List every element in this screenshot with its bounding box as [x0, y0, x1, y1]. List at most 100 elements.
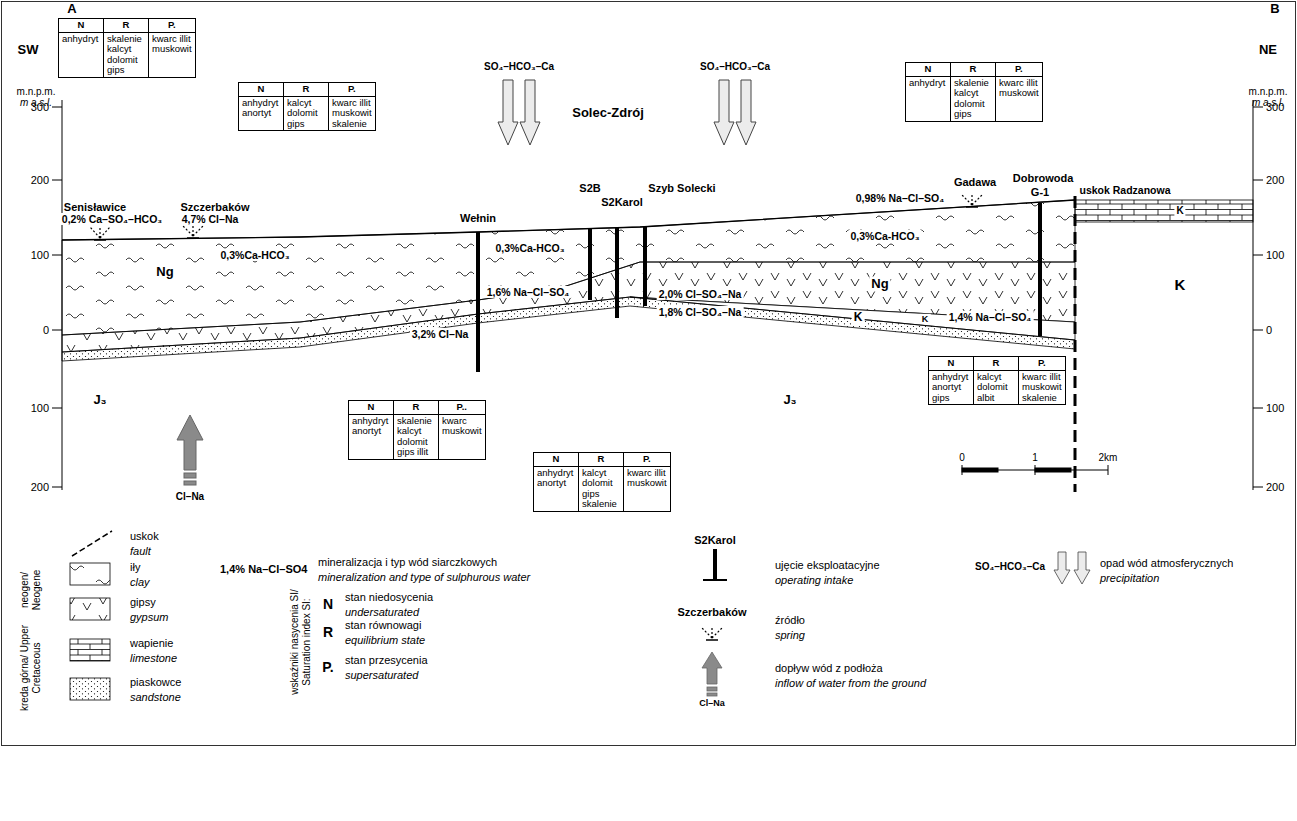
- legend-group: kreda górna/ Upper Cretaceous: [19, 622, 42, 714]
- table-cell: R: [103, 19, 148, 33]
- saturation-header: R: [123, 20, 130, 31]
- scale-value: 2km: [1099, 452, 1118, 464]
- axis-tick: 100: [1266, 402, 1284, 415]
- table-cell: N: [534, 453, 578, 467]
- legend-text: mineralizacja i typ wód siarczkowych: [318, 556, 497, 569]
- formation-symbol: J₃: [93, 393, 106, 408]
- axis-tick: 100: [31, 249, 49, 262]
- formation-symbol: K: [920, 314, 931, 324]
- legend-sample-text: 1,4% Na–Cl–SO4: [220, 563, 307, 576]
- saturation-table: NRP.anhydrytskalenie kalcyt dolomit gips…: [58, 18, 196, 78]
- mineral-list: anhydryt: [909, 78, 945, 89]
- saturation-header: N: [553, 454, 560, 465]
- table-cell: anhydryt anortyt: [239, 97, 283, 131]
- sandstone-layer: [62, 297, 1075, 361]
- scale-value: 1: [1032, 452, 1038, 464]
- water-type: 1,4% Na–Cl–SO₄: [947, 311, 1034, 323]
- mineral-list: kalcyt dolomit albit: [977, 372, 1008, 404]
- table-cell: P..: [438, 401, 485, 415]
- well-name: S2Karol: [601, 196, 643, 209]
- saturation-header: P.: [348, 84, 356, 95]
- table-cell: R: [973, 357, 1018, 371]
- spring-name: Senisławice: [64, 201, 126, 214]
- well: [1038, 203, 1042, 336]
- axis-tick: 200: [31, 481, 49, 494]
- legend-text: stan równowagi: [345, 619, 421, 632]
- table-cell: anhydryt anortyt: [349, 415, 393, 459]
- axis-unit: m.n.p.m.: [17, 86, 56, 98]
- legend-text: uskok: [130, 530, 159, 543]
- table-cell: kwarc illit muskowit skalenie: [328, 97, 375, 131]
- table-cell: R: [283, 83, 328, 97]
- legend-text: iły: [130, 561, 140, 574]
- table-cell: N: [349, 401, 393, 415]
- legend-text: wapienie: [130, 637, 173, 650]
- axis-tick: 300: [31, 101, 49, 114]
- saturation-header: P.: [168, 20, 176, 31]
- table-cell: kalcyt dolomit albit: [973, 371, 1018, 405]
- well: [615, 228, 619, 318]
- saturation-header: P..: [457, 402, 467, 413]
- table-cell: P.: [1018, 357, 1065, 371]
- saturation-header: N: [948, 358, 955, 369]
- legend-samples: [70, 531, 1090, 700]
- saturation-header: R: [303, 84, 310, 95]
- table-cell: P.: [148, 19, 195, 33]
- saturation-header: N: [258, 84, 265, 95]
- legend-translation: precipitation: [1100, 572, 1159, 585]
- legend-translation: spring: [775, 629, 805, 642]
- table-cell: skalenie kalcyt dolomit gips: [950, 77, 995, 121]
- saturation-header: P.: [643, 454, 651, 465]
- table-cell: anhydryt: [906, 77, 950, 121]
- saturation-symbol: N: [323, 596, 333, 612]
- axis-tick: 0: [1266, 324, 1272, 337]
- legend-translation: inflow of water from the ground: [775, 677, 926, 690]
- legend-translation: operating intake: [775, 574, 853, 587]
- table-cell: N: [239, 83, 283, 97]
- locality-name: Solec-Zdrój: [572, 106, 644, 121]
- axes: [52, 100, 1263, 490]
- water-type: 0,3%Ca-HCO₃: [848, 230, 921, 242]
- axis-unit: m.n.p.m.: [1249, 86, 1288, 98]
- section-end-label: A: [67, 2, 76, 17]
- legend-sample-text: SO₄–HCO₃–Ca: [975, 561, 1045, 573]
- table-cell: P.: [623, 453, 670, 467]
- legend-translation: fault: [130, 545, 151, 558]
- limestone-layer: [1075, 200, 1253, 222]
- direction-label: NE: [1259, 43, 1277, 58]
- table-cell: P.: [995, 63, 1042, 77]
- legend-text: opad wód atmosferycznych: [1100, 557, 1233, 570]
- saturation-header: R: [970, 64, 977, 75]
- saturation-header: R: [993, 358, 1000, 369]
- mineral-list: kwarc muskowit: [442, 416, 482, 437]
- saturation-header: R: [413, 402, 420, 413]
- mineral-list: kwarc illit muskowit: [152, 34, 192, 55]
- axis-tick: 100: [1266, 249, 1284, 262]
- well-name: G-1: [1031, 186, 1049, 199]
- water-type: 0,98% Na–Cl–SO₄: [854, 192, 946, 204]
- axis-tick: 200: [1266, 481, 1284, 494]
- mineral-list: kwarc illit muskowit: [627, 468, 667, 489]
- table-cell: kwarc muskowit: [438, 415, 485, 459]
- precipitation-type: SO₄–HCO₃–Ca: [700, 61, 770, 73]
- table-cell: N: [906, 63, 950, 77]
- saturation-table: N R P. anhydryt skalenie kalcyt dolomit gips…: [905, 62, 1043, 122]
- table-cell: kwarc illit muskowit skalenie: [1018, 371, 1065, 405]
- table-cell: anhydryt anortyt: [534, 467, 578, 511]
- precipitation-arrows: [498, 80, 756, 145]
- legend-group: neogen/ Neogene: [19, 570, 42, 611]
- saturation-table: NRP.anhydryt anortytkalcyt dolomit gips …: [533, 452, 671, 512]
- saturation-header: N: [925, 64, 932, 75]
- legend-text: ujęcie eksploatacyjne: [775, 559, 880, 572]
- saturation-table: NRP..anhydryt anortytskalenie kalcyt dol…: [348, 400, 486, 460]
- legend-translation: gypsum: [130, 611, 169, 624]
- scale-value: 0: [959, 452, 965, 464]
- water-type: 0,3%Ca-HCO₃: [218, 249, 291, 261]
- axis-tick: 200: [31, 174, 49, 187]
- legend-translation: supersaturated: [345, 669, 418, 682]
- table-cell: P.: [328, 83, 375, 97]
- legend-text: piaskowce: [130, 676, 181, 689]
- table-cell: N: [929, 357, 973, 371]
- table-cell: R: [950, 63, 995, 77]
